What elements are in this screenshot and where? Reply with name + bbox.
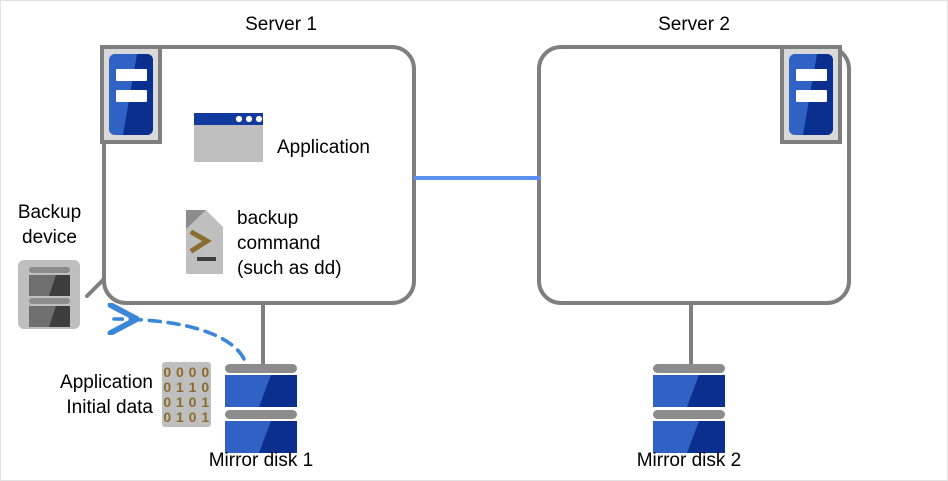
backup-command-label-line3: (such as dd) (237, 258, 342, 279)
mirror-disk-1-label: Mirror disk 1 (208, 450, 314, 471)
backup-command-label-line2: command (237, 233, 321, 254)
application-label: Application (277, 137, 370, 158)
backup-device-label-line2: device (22, 227, 77, 248)
backup-command-label-line1: backup (237, 208, 299, 229)
binary-row: 0 1 1 0 (163, 378, 210, 395)
mirror-disk-2-label: Mirror disk 2 (636, 450, 742, 471)
server1-box (85, 45, 416, 305)
backup-flow-arrow (114, 319, 246, 361)
mirror-disk-1-icon (225, 364, 297, 453)
initial-data-label-line2: Initial data (66, 397, 153, 418)
server-icon-2 (780, 45, 842, 144)
binary-row: 0 0 0 0 (163, 363, 210, 380)
binary-rows: 0 0 0 0 0 1 1 0 0 1 0 1 0 1 0 1 (162, 362, 211, 427)
backup-device-label-line1: Backup (17, 202, 82, 223)
backup-command-icon (186, 210, 223, 274)
binary-row: 0 1 0 1 (163, 393, 210, 410)
binary-row: 0 1 0 1 (163, 408, 210, 425)
server1-title: Server 1 (245, 14, 317, 35)
initial-data-label-line1: Application (60, 372, 153, 393)
application-window-icon (194, 113, 263, 162)
server-icon-1 (100, 45, 162, 144)
server2-title: Server 2 (658, 14, 730, 35)
backup-device-icon (18, 260, 80, 329)
server2-box (537, 45, 851, 305)
initial-data-binary-block (162, 362, 211, 427)
mirror-disk-2-icon (653, 364, 725, 453)
